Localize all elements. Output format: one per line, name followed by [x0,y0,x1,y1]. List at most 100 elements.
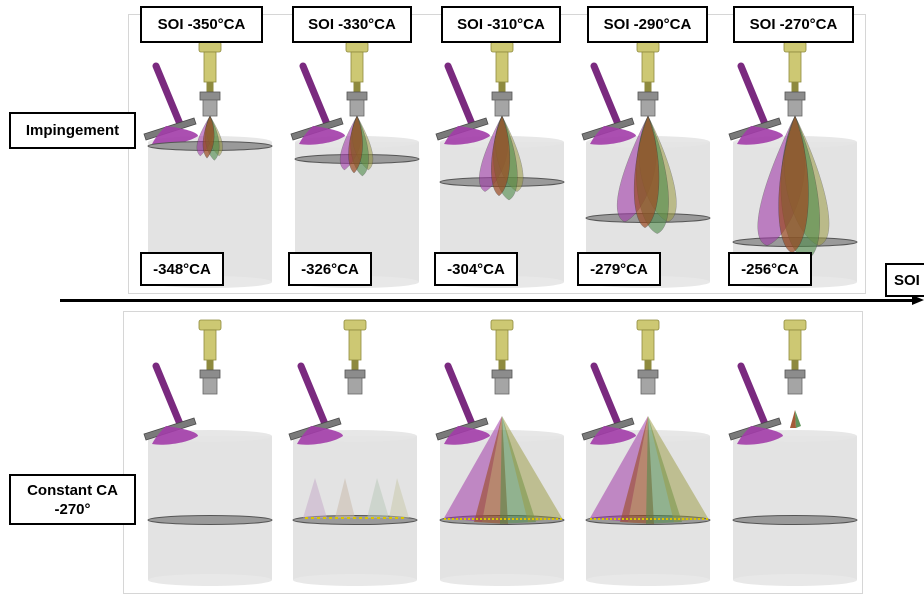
valve-stem [737,62,769,128]
injector-neck [791,360,799,370]
soi-label-1: SOI -350°CA [140,6,263,43]
valve-stem [152,62,184,128]
injector-nut [637,91,659,101]
injector-cap [783,42,807,53]
valve-head [152,126,198,145]
bottom-panel-5 [723,318,859,590]
faint-plume [303,478,327,518]
injector-body [350,51,364,83]
injector-nozzle [494,377,510,395]
injector-cap [343,319,367,331]
injector-cap [636,319,660,331]
soi-axis-label: SOI [885,263,924,297]
soi-axis-line [60,299,916,302]
injector-neck [644,82,652,92]
bottom-panel-2-render [288,319,418,586]
soi-label-4: SOI -290°CA [587,6,708,43]
time-label-5: -256°CA [728,252,812,286]
spray-plume-brown [202,115,215,159]
spray-cone-olive [502,416,562,522]
bottom-panel-4 [576,318,712,590]
injector-body [788,329,802,361]
injector-nozzle [640,377,656,395]
bottom-panel-3-render [435,319,565,586]
injector-nozzle [347,377,363,395]
time-label-4: -279°CA [577,252,661,286]
soi-label-2: SOI -330°CA [292,6,412,43]
injector-nut [637,369,659,379]
valve-stem [152,362,184,428]
faint-plume [367,478,389,518]
time-label-1: -348°CA [140,252,224,286]
injector-nozzle [640,99,656,117]
injector-cap [636,42,660,53]
row-label-constant-ca: Constant CA -270° [9,474,136,525]
spray-plume-brown [348,115,363,174]
spray-plume-brown [491,115,510,197]
bottom-panel-1 [138,318,274,590]
valve-head [590,126,636,145]
valve-head [444,126,490,145]
bottom-panel-2 [283,318,419,590]
injector-neck [206,82,214,92]
soi-axis-arrowhead [912,295,924,305]
spray-cone-brown [474,416,508,524]
injector-cap [345,42,369,53]
cylinder-bottom-rim [733,574,857,586]
spray-cone-purple [590,416,648,522]
valve-head [444,426,490,445]
injector-body [203,329,217,361]
valve-stem [590,362,622,428]
injector-nut [199,369,221,379]
bottom-panel-4-render [581,319,711,586]
injector-neck [644,360,652,370]
injector-neck [498,82,506,92]
tiny-plume [790,410,796,428]
bottom-panel-1-render [143,319,273,586]
valve-head [737,426,783,445]
valve-head [590,426,636,445]
piston-surface [732,515,858,525]
injector-cap [783,319,807,331]
injector-body [495,329,509,361]
valve-stem [737,362,769,428]
injector-body [203,51,217,83]
bottom-panel-3 [430,318,566,590]
injector-nozzle [787,99,803,117]
piston-surface [147,515,273,525]
injector-nozzle [349,99,365,117]
injector-nut [491,91,513,101]
soi-label-3: SOI -310°CA [441,6,561,43]
cylinder-bottom-rim [293,574,417,586]
faint-plume [389,478,409,518]
valve-stem [299,62,331,128]
injector-neck [353,82,361,92]
valve-stem [590,62,622,128]
cylinder-wall [148,436,272,580]
top-panel-5 [723,42,859,290]
spray-cone-brown [620,416,654,524]
soi-label-5: SOI -270°CA [733,6,854,43]
row-label-impingement: Impingement [9,112,136,149]
valve-stem [297,362,329,428]
time-label-2: -326°CA [288,252,372,286]
bottom-panel-5-render [728,319,858,586]
top-panel-5-render [728,42,858,288]
injector-nut [199,91,221,101]
injector-nozzle [202,99,218,117]
injector-neck [351,360,359,370]
injector-neck [791,82,799,92]
injector-body [641,51,655,83]
injector-cap [198,319,222,331]
cylinder-bottom-rim [440,574,564,586]
valve-head [299,126,345,145]
injector-nozzle [787,377,803,395]
valve-stem [444,362,476,428]
time-label-3: -304°CA [434,252,518,286]
cylinder-wall [733,436,857,580]
injector-body [641,329,655,361]
injector-cap [490,42,514,53]
spray-plume-brown [633,115,660,228]
cylinder-bottom-rim [586,574,710,586]
cylinder-bottom-rim [148,574,272,586]
